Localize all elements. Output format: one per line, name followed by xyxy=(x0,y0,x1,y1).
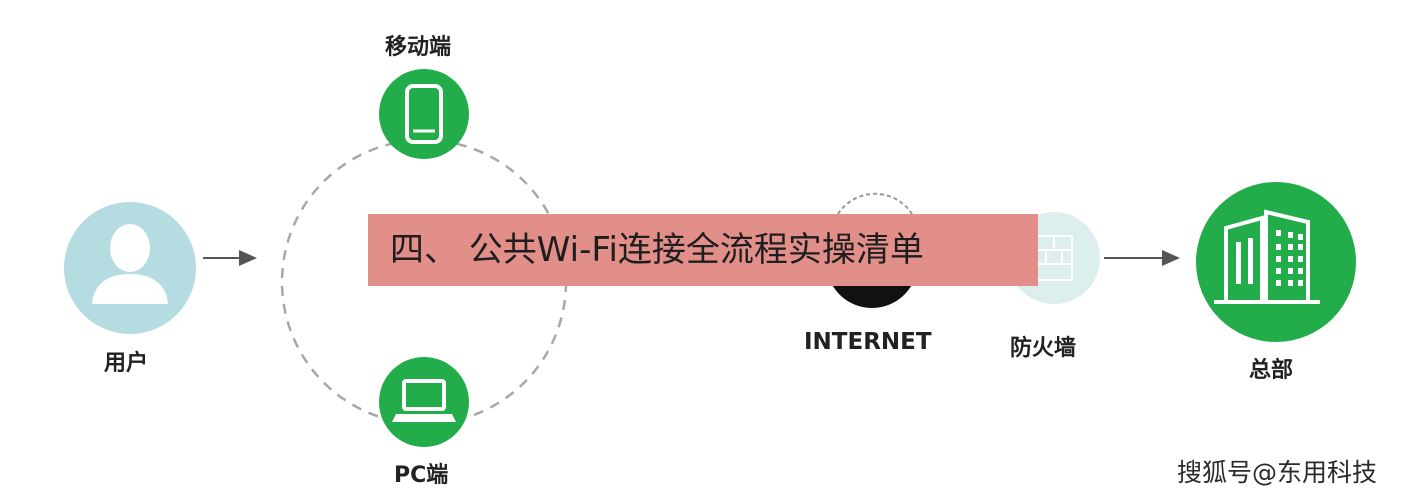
internet-label: INTERNET xyxy=(804,329,932,355)
hq-label: 总部 xyxy=(1249,358,1294,383)
section-banner: 四、 公共Wi-Fi连接全流程实操清单 xyxy=(368,214,1038,286)
user-label: 用户 xyxy=(104,351,149,376)
mobile-node xyxy=(379,69,469,159)
building-windows xyxy=(1236,230,1303,286)
pc-node xyxy=(379,357,469,447)
firewall-label: 防火墙 xyxy=(1010,336,1077,361)
mobile-label: 移动端 xyxy=(385,35,452,60)
phone-icon xyxy=(405,84,443,144)
pc-label: PC端 xyxy=(394,463,449,488)
building-icon xyxy=(1214,209,1320,304)
hq-node xyxy=(1196,182,1356,342)
laptop-icon xyxy=(392,379,456,422)
user-node xyxy=(64,202,196,334)
watermark: 搜狐号@东用科技 xyxy=(1176,458,1377,487)
user-icon xyxy=(92,224,168,304)
